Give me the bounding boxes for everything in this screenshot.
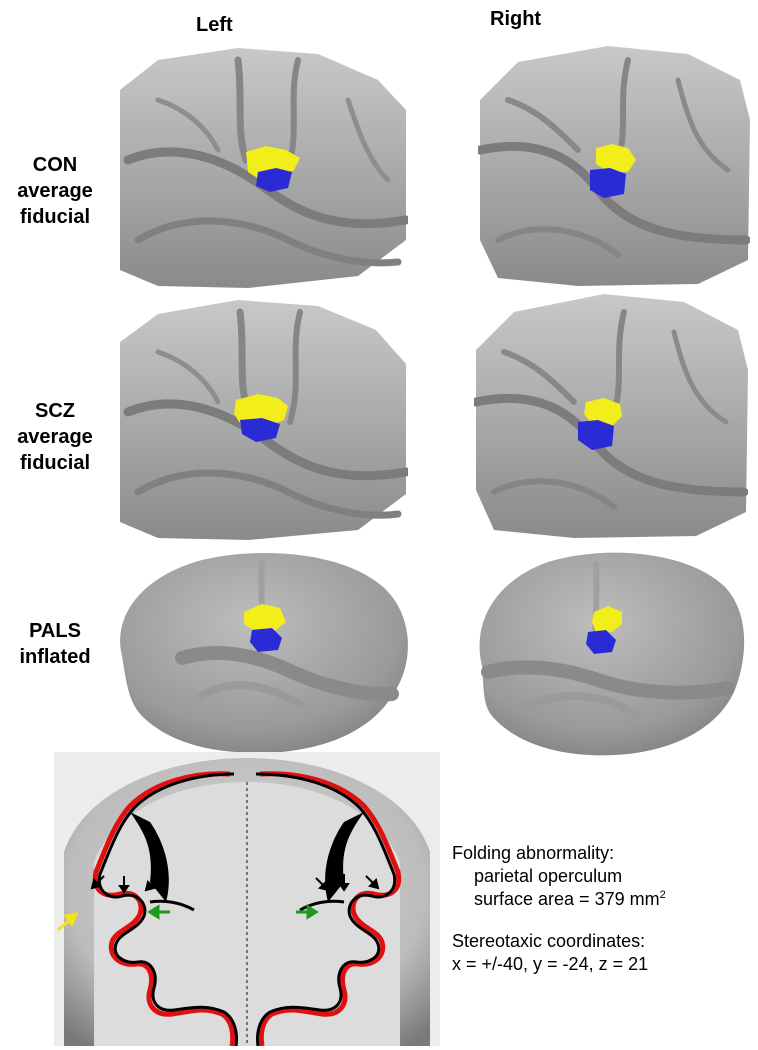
row-label-pals: PALS inflated	[0, 618, 110, 670]
coronal-mri-slice	[54, 752, 440, 1046]
black-arrow-icon	[315, 874, 380, 892]
yellow-arrow-icon	[57, 911, 79, 932]
region-yellow	[592, 606, 622, 632]
region-blue	[590, 168, 626, 198]
region-blue	[586, 630, 616, 654]
brain-panel-pals-left	[112, 546, 414, 754]
row-label-line: inflated	[19, 646, 91, 668]
brain-panel-con-left	[118, 40, 408, 288]
green-arrow-icon	[147, 904, 319, 920]
folding-abnormality-caption: Folding abnormality: parietal operculum …	[452, 842, 666, 911]
region-blue	[240, 418, 280, 442]
black-arrow-icon	[90, 875, 159, 894]
region-blue	[250, 628, 282, 652]
stereo-title: Stereotaxic coordinates:	[452, 931, 646, 951]
region-blue	[256, 168, 292, 192]
row-label-line: fiducial	[19, 452, 90, 474]
column-heading-right: Right	[490, 8, 542, 30]
region-yellow	[244, 604, 286, 632]
folding-region: parietal operculum	[474, 866, 623, 886]
left-cortex-contour-red	[92, 771, 236, 1046]
right-cortex-contour-red	[258, 771, 402, 1046]
region-yellow	[596, 144, 636, 172]
region-yellow	[584, 398, 622, 426]
brain-panel-pals-right	[468, 546, 748, 756]
stereotaxic-caption: Stereotaxic coordinates: x = +/-40, y = …	[452, 930, 648, 976]
row-label-line: fiducial	[19, 206, 90, 228]
brain-panel-scz-left	[118, 294, 408, 540]
row-label-scz: SCZ average fiducial	[0, 398, 110, 476]
row-label-line: average	[17, 180, 93, 202]
surface-area-unit-exponent: 2	[659, 889, 666, 901]
column-heading-left: Left	[196, 14, 233, 36]
brain-panel-scz-right	[474, 290, 748, 538]
folding-surface-area: surface area = 379 mm2	[452, 888, 666, 911]
row-label-con: CON average fiducial	[0, 152, 110, 230]
region-blue	[578, 420, 614, 450]
right-cortex-contour-black	[255, 772, 397, 1046]
surface-area-value: surface area = 379 mm	[474, 889, 660, 909]
stereo-coords: x = +/-40, y = -24, z = 21	[452, 954, 649, 974]
left-cortex-contour-black	[97, 772, 238, 1046]
row-label-line: PALS	[29, 620, 81, 642]
row-label-line: CON	[32, 154, 78, 176]
brain-panel-con-right	[478, 40, 750, 286]
row-label-line: average	[17, 426, 93, 448]
row-label-line: SCZ	[35, 400, 75, 422]
folding-title: Folding abnormality:	[452, 843, 615, 863]
